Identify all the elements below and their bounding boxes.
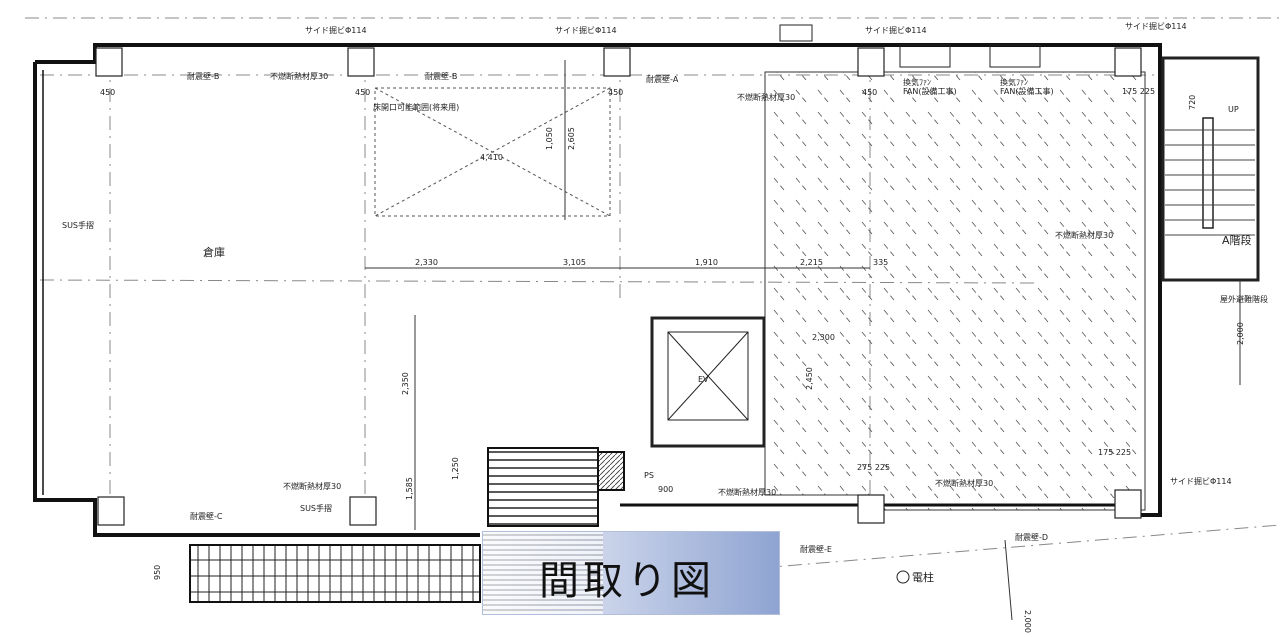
wall-label: 耐震壁-A bbox=[646, 74, 679, 84]
dimension-label: 2,000 bbox=[1236, 322, 1245, 345]
dimension-label: 450 bbox=[608, 88, 623, 97]
dimension-label: 2,330 bbox=[415, 258, 438, 267]
conduit-label: サイド掘ビΦ114 bbox=[865, 26, 927, 35]
interior-stairs bbox=[487, 447, 599, 527]
dimension-label: 2,300 bbox=[812, 333, 835, 342]
dimension-label: 450 bbox=[100, 88, 115, 97]
page-title: 間取り図 bbox=[539, 558, 715, 604]
insulation-label: 不燃断熱材厚30 bbox=[935, 478, 993, 488]
elevator-label: EV bbox=[698, 375, 709, 384]
balcony-grating bbox=[189, 544, 481, 603]
room-label: 倉庫 bbox=[203, 245, 225, 259]
conduit-label: サイド掘ビΦ114 bbox=[555, 26, 617, 35]
dimension-label: 275 225 bbox=[857, 463, 890, 472]
dimension-label: 2,000 bbox=[1023, 610, 1032, 633]
outdoor-stair bbox=[1161, 56, 1260, 282]
wall-label: 耐震壁-B bbox=[425, 71, 457, 81]
handrail-label: SUS手摺 bbox=[300, 503, 332, 513]
dimension-label: 175 225 bbox=[1098, 448, 1131, 457]
fan-label: 換気ﾌｧﾝ bbox=[903, 77, 931, 87]
outdoor-stair-treads bbox=[1165, 129, 1255, 236]
ps-label: PS bbox=[644, 471, 654, 480]
elevator bbox=[650, 316, 766, 448]
floor-opening bbox=[374, 87, 611, 217]
dimension-label: 2,450 bbox=[805, 367, 814, 390]
dimension-label: 4,410 bbox=[480, 153, 503, 162]
fan-note: FAN(設備工事) bbox=[903, 86, 957, 96]
insulation-label: 不燃断熱材厚30 bbox=[283, 481, 341, 491]
conduit-label: サイド掘ビΦ114 bbox=[1125, 22, 1187, 31]
wall-label: 耐震壁-B bbox=[187, 71, 219, 81]
dimension-label: 2,605 bbox=[567, 127, 576, 150]
dimension-label: 950 bbox=[153, 565, 162, 580]
wall-label: 耐震壁-D bbox=[1015, 532, 1048, 542]
insulation-label: 不燃断熱材厚30 bbox=[718, 487, 776, 497]
fan-note: FAN(設備工事) bbox=[1000, 86, 1054, 96]
dimension-label: 900 bbox=[658, 485, 673, 494]
dimension-label: 450 bbox=[355, 88, 370, 97]
dimension-label: 1,585 bbox=[405, 477, 414, 500]
insulation-label: 不燃断熱材厚30 bbox=[1055, 230, 1113, 240]
fan-box bbox=[989, 44, 1041, 68]
fan-box bbox=[899, 44, 951, 68]
dimension-label: 1,910 bbox=[695, 258, 718, 267]
dimension-label: 2,350 bbox=[401, 372, 410, 395]
dimension-lines bbox=[365, 60, 1241, 621]
pole-label: 電柱 bbox=[912, 570, 934, 584]
dimension-label: 1,050 bbox=[545, 127, 554, 150]
dimension-label: 720 bbox=[1188, 95, 1197, 110]
outdoor-stair-label: 屋外避難階段 bbox=[1220, 294, 1268, 304]
fan-label: 換気ﾌｧﾝ bbox=[1000, 77, 1028, 87]
conduit-label: サイド掘ビΦ114 bbox=[1170, 477, 1232, 486]
title-banner: 間取り図 bbox=[482, 531, 780, 615]
dimension-label: 175 225 bbox=[1122, 87, 1155, 96]
stair-label: A階段 bbox=[1222, 233, 1252, 247]
insulation-label: 不燃断熱材厚30 bbox=[737, 92, 795, 102]
conduit-label: サイド掘ビΦ114 bbox=[305, 26, 367, 35]
banner-stripes bbox=[483, 532, 603, 614]
insulation-label: 不燃断熱材厚30 bbox=[270, 71, 328, 81]
floor-opening-label: 床開口可能範囲(将来用) bbox=[373, 102, 459, 112]
handrail-label: SUS手摺 bbox=[62, 220, 94, 230]
dimension-label: 2,215 bbox=[800, 258, 823, 267]
dimension-label: 450 bbox=[862, 88, 877, 97]
meter-box bbox=[779, 24, 813, 42]
columns bbox=[95, 47, 1142, 526]
dimension-label: 335 bbox=[873, 258, 888, 267]
dimension-label: 3,105 bbox=[563, 258, 586, 267]
ps-shaft bbox=[597, 451, 625, 491]
up-label: UP bbox=[1228, 105, 1239, 114]
wall-label: 耐震壁-E bbox=[800, 544, 832, 554]
wall-label: 耐震壁-C bbox=[190, 511, 223, 521]
dimension-label: 1,250 bbox=[451, 457, 460, 480]
hatched-area bbox=[764, 71, 1146, 511]
utility-pole-icon bbox=[896, 570, 910, 584]
